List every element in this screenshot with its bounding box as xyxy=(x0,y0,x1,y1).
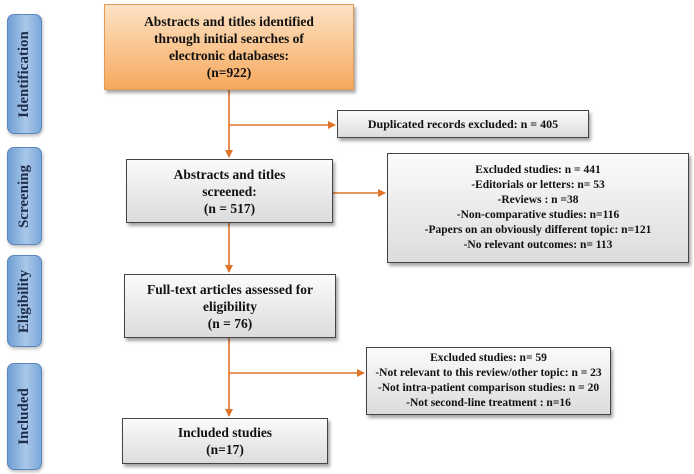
box-line: -No relevant outcomes: n= 113 xyxy=(463,239,613,251)
identification-box: Abstracts and titles identified through … xyxy=(104,4,354,90)
screening-excluded-box: Excluded studies: n = 441 -Editorials or… xyxy=(387,153,689,263)
box-line: Excluded studies: n= 59 xyxy=(430,352,547,364)
box-line: Duplicated records excluded: n = 405 xyxy=(367,116,559,131)
box-line: -Not intra-patient comparison studies: n… xyxy=(377,382,600,394)
box-line: Included studies xyxy=(177,425,273,440)
stage-identification: Identification xyxy=(7,14,42,134)
box-count: (n = 517) xyxy=(203,200,256,216)
box-line: -Not relevant to this review/other topic… xyxy=(375,367,602,379)
box-line: -Reviews : n =38 xyxy=(497,194,579,206)
box-count: (n=922) xyxy=(206,65,252,80)
box-line: -Not second-line treatment : n=16 xyxy=(406,397,571,409)
screening-box: Abstracts and titles screened: (n = 517) xyxy=(126,159,333,223)
box-line: Abstracts and titles identified xyxy=(144,14,314,29)
box-line: through initial searches of xyxy=(154,31,304,46)
box-count: (n = 76) xyxy=(207,315,253,331)
box-line: Abstracts and titles xyxy=(173,166,286,182)
box-line: electronic databases: xyxy=(168,48,290,63)
stage-included: Included xyxy=(7,363,42,470)
box-line: Excluded studies: n = 441 xyxy=(475,164,601,176)
box-line: eligibility xyxy=(203,298,257,314)
box-line: Full-text articles assessed for xyxy=(146,281,314,297)
fulltext-excluded-box: Excluded studies: n= 59 -Not relevant to… xyxy=(366,347,611,415)
included-box: Included studies (n=17) xyxy=(122,418,328,464)
stage-screening: Screening xyxy=(7,147,42,245)
box-line: -Non-comparative studies: n=116 xyxy=(456,209,620,221)
box-count: (n=17) xyxy=(206,442,244,457)
box-line: -Papers on an obviously different topic:… xyxy=(424,224,652,236)
duplicates-box: Duplicated records excluded: n = 405 xyxy=(337,110,589,138)
stage-eligibility: Eligibility xyxy=(7,255,42,347)
fulltext-box: Full-text articles assessed for eligibil… xyxy=(124,274,336,338)
box-line: screened: xyxy=(202,183,257,199)
box-line: -Editorials or letters: n= 53 xyxy=(471,179,605,191)
